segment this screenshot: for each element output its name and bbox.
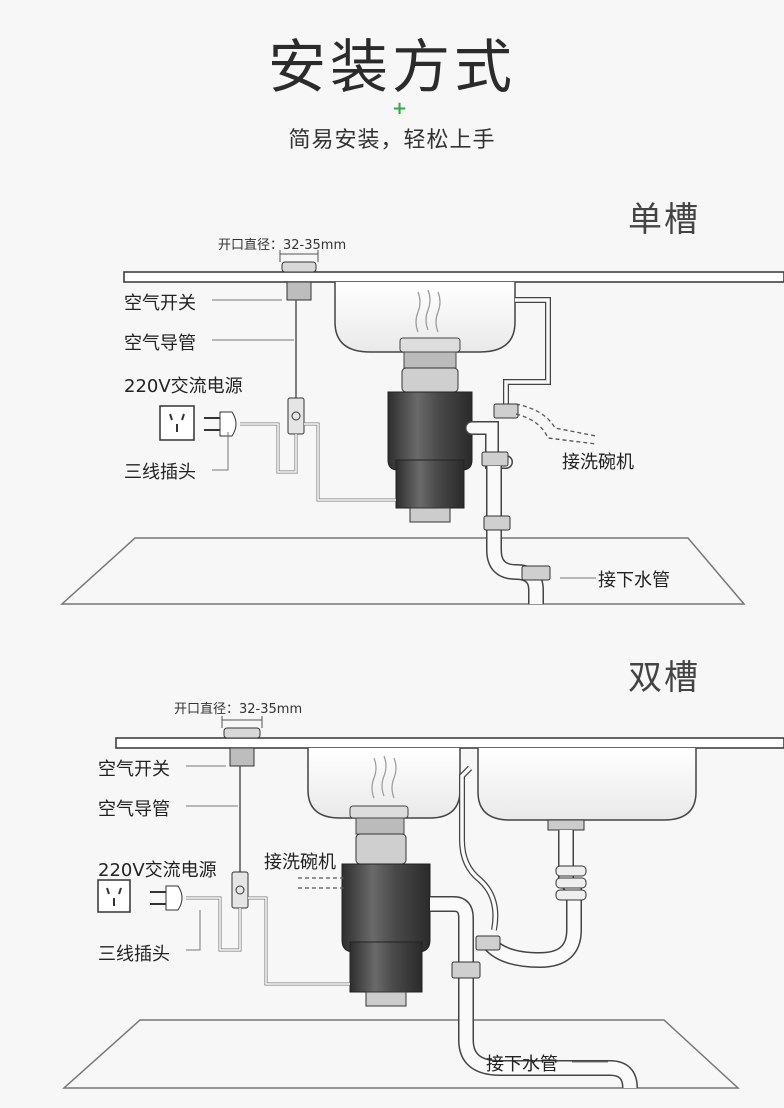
page-title: 安装方式: [267, 33, 516, 101]
double-power-label: 220V交流电源: [98, 860, 217, 881]
double-drain-label: 接下水管: [486, 1054, 558, 1075]
disposer-upper: [401, 367, 459, 393]
double-air-tube-label: 空气导管: [98, 799, 170, 820]
double-opening-label: 开口直径：32-35mm: [174, 702, 303, 717]
double-air-switch-label: 空气开关: [98, 759, 170, 780]
double-plug-label: 三线插头: [98, 944, 170, 965]
page-subtitle: 简易安装，轻松上手: [288, 128, 496, 153]
double-air-switch-icon: [223, 727, 261, 739]
cabinet-floor: [60, 537, 746, 605]
double-sink-title: 双槽: [628, 658, 700, 698]
single-sink-title: 单槽: [628, 200, 700, 240]
double-sink-diagram: [62, 716, 784, 1089]
single-power-label: 220V交流电源: [124, 376, 243, 397]
single-plug-label: 三线插头: [124, 462, 196, 483]
double-dishwasher-label: 接洗碗机: [264, 852, 336, 873]
single-sink-diagram: [60, 250, 784, 605]
single-air-switch-icon: [281, 261, 317, 273]
countertop-2: [115, 737, 784, 749]
single-drain-label: 接下水管: [598, 570, 670, 591]
double-plug-icon: [165, 885, 183, 911]
cabinet-floor-2: [62, 1019, 740, 1089]
single-air-tube-label: 空气导管: [124, 333, 196, 354]
single-opening-label: 开口直径：32-35mm: [218, 238, 347, 253]
single-dishwasher-label: 接洗碗机: [562, 452, 634, 473]
plus-icon: +: [392, 98, 408, 119]
disposer-body: [387, 391, 473, 471]
single-air-switch-label: 空气开关: [124, 293, 196, 314]
dishwasher-hose: [515, 403, 597, 437]
right-sink-basin: [477, 748, 697, 821]
double-socket-icon: [97, 879, 131, 913]
single-plug-icon: [219, 411, 237, 437]
single-socket-icon: [159, 405, 195, 441]
countertop: [123, 271, 784, 283]
